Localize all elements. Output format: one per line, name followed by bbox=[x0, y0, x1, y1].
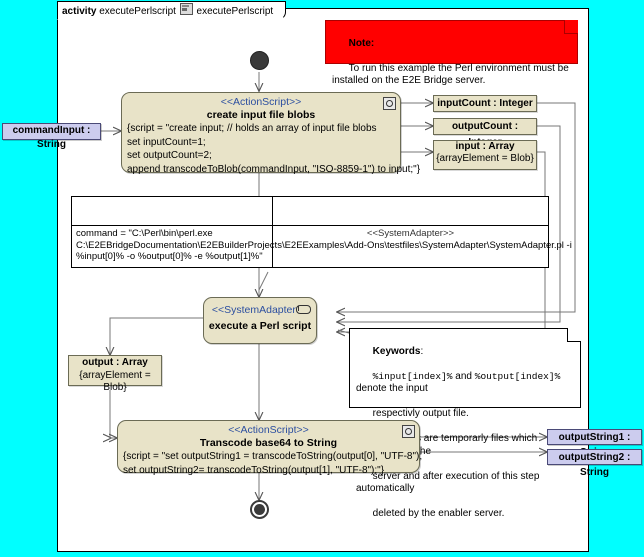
note-fold-icon bbox=[564, 20, 578, 34]
keywords-line5: deleted by the enabler server. bbox=[372, 508, 505, 519]
parameter-output-string2[interactable]: outputString2 : String bbox=[547, 449, 642, 478]
activity-frame-tab: activity executePerlscript executePerlsc… bbox=[57, 1, 287, 20]
action-transcode-stereotype: <<ActionScript>> bbox=[228, 424, 309, 436]
adapter-command-path: C:\E2EBridgeDocumentation\E2EBuilderProj… bbox=[76, 239, 572, 251]
adapter-note-divider-2 bbox=[272, 226, 273, 268]
final-node bbox=[250, 500, 269, 519]
action-execute-stereotype: <<SystemAdapter>> bbox=[211, 304, 309, 316]
red-note-text: To run this example the Perl environment… bbox=[332, 62, 572, 87]
keywords-line1-mid: and bbox=[452, 370, 475, 382]
pin-input-array-constraint: {arrayElement = Blob} bbox=[436, 153, 534, 164]
keywords-note-title-colon: : bbox=[420, 345, 424, 357]
frame-diagram-name: executePerlscript bbox=[196, 6, 274, 17]
action-transcode-name: Transcode base64 to String bbox=[199, 437, 338, 449]
action-create-stereotype: <<ActionScript>> bbox=[220, 96, 302, 108]
keywords-code-output: %output[index]% bbox=[474, 370, 561, 382]
keywords-line4: server and after execution of this step … bbox=[356, 470, 543, 495]
adapter-note-command: command = "C:\Perl\bin\perl.exe C:\E2EBr… bbox=[72, 226, 572, 265]
adapter-command-line1: command = "C:\Perl\bin\perl.exe bbox=[76, 228, 213, 239]
initial-node bbox=[250, 51, 269, 70]
pin-input-array-label: input : Array bbox=[455, 141, 515, 152]
adapter-command-line2-left: C:\E2EBridgeDocumentation\E2EBuilderProj… bbox=[76, 240, 572, 252]
red-note-title: Note: bbox=[348, 37, 375, 49]
pin-output-array-constraint: {arrayElement = Blob} bbox=[79, 370, 151, 393]
action-create-script-line4: append transcodeToBlob(commandInput, "IS… bbox=[127, 163, 421, 175]
adapter-icon[interactable] bbox=[296, 305, 311, 314]
pin-input-count-label: inputCount : Integer bbox=[437, 98, 533, 109]
keywords-code-input: %input[index]% bbox=[372, 370, 453, 382]
action-create-name: create input file blobs bbox=[206, 109, 316, 121]
red-note-body: Note: To run this example the Perl envir… bbox=[326, 21, 577, 104]
adapter-note-stereotype: <<SystemAdapter>> bbox=[366, 228, 455, 239]
adapter-command-line3: %input[0]% -o %output[0]% -e %output[1]%… bbox=[76, 251, 263, 262]
parameter-output-string1[interactable]: outputString1 : String bbox=[547, 429, 642, 458]
pin-input-count[interactable]: inputCount : Integer bbox=[433, 95, 537, 112]
system-adapter-note: command = "C:\Perl\bin\perl.exe C:\E2EBr… bbox=[71, 196, 572, 268]
pin-input-array[interactable]: input : Array {arrayElement = Blob} bbox=[433, 140, 537, 170]
keywords-line2: respectivly output file. bbox=[372, 408, 469, 419]
adapter-note-top-compartment bbox=[72, 197, 548, 226]
note-fold-icon bbox=[567, 328, 581, 342]
gear-icon[interactable] bbox=[402, 425, 415, 438]
action-execute-name: execute a Perl script bbox=[208, 320, 312, 332]
frame-name: executePerlscript bbox=[99, 6, 176, 17]
gear-icon[interactable] bbox=[383, 97, 396, 110]
keywords-note: Keywords: %input[index]% and %output[ind… bbox=[349, 328, 581, 519]
pin-output-count[interactable]: outputCount : Integer bbox=[433, 118, 537, 148]
keywords-line1-end: denote the input bbox=[356, 370, 564, 394]
parameter-command-input[interactable]: commandInput : String bbox=[2, 123, 101, 150]
adapter-note-divider bbox=[272, 197, 273, 225]
red-note: Note: To run this example the Perl envir… bbox=[325, 20, 578, 86]
action-transcode-base64-to-string[interactable]: <<ActionScript>> Transcode base64 to Str… bbox=[117, 420, 423, 476]
pin-output-array-label: output : Array bbox=[82, 357, 148, 368]
action-create-script-line1: {script = "create input; // holds an arr… bbox=[127, 123, 377, 134]
frame-keyword: activity bbox=[62, 6, 97, 17]
action-transcode-script-line2: set outputString2= transcodeToString(out… bbox=[123, 464, 385, 476]
action-transcode-script-line1: {script = "set outputString1 = transcode… bbox=[123, 451, 423, 462]
parameter-output-string2-label: outputString2 : String bbox=[558, 452, 631, 478]
final-node-core bbox=[254, 504, 265, 515]
action-create-input-file-blobs[interactable]: <<ActionScript>> create input file blobs… bbox=[121, 92, 420, 175]
diagram-icon bbox=[179, 3, 193, 15]
adapter-note-bottom-compartment: command = "C:\Perl\bin\perl.exe C:\E2EBr… bbox=[72, 226, 572, 268]
parameter-command-input-label: commandInput : String bbox=[12, 125, 91, 150]
action-execute-perl-script[interactable]: <<SystemAdapter>> execute a Perl script bbox=[203, 297, 317, 344]
keywords-note-title: Keywords bbox=[372, 345, 421, 357]
pin-output-array[interactable]: output : Array {arrayElement = Blob} bbox=[68, 355, 162, 393]
action-create-script-line2: set inputCount=1; bbox=[127, 136, 206, 148]
action-create-script-line3: set outputCount=2; bbox=[127, 150, 212, 161]
